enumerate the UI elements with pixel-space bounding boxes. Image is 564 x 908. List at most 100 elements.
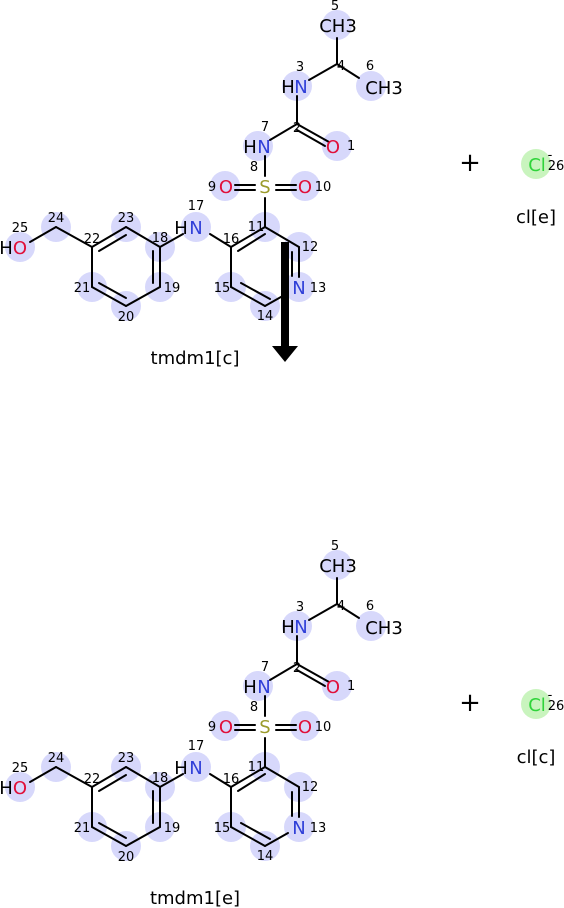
bond (264, 766, 300, 788)
atom-number-5: 5 (331, 0, 339, 14)
bond (296, 663, 330, 683)
atom-number-3: 3 (296, 600, 304, 615)
atom-25-halo (5, 772, 35, 802)
atom-7-h-label: H (243, 137, 257, 158)
bond (159, 773, 184, 788)
bond (237, 233, 266, 252)
atom-number-16: 16 (223, 232, 240, 247)
bond (237, 773, 266, 792)
atom-number-24: 24 (48, 211, 65, 226)
atom-number-4: 4 (337, 599, 345, 614)
atom-number-19: 19 (164, 281, 181, 296)
bond (230, 226, 266, 248)
bond (240, 282, 271, 300)
atom-number-18: 18 (152, 231, 169, 246)
atom-13-halo (284, 812, 314, 842)
atom-13-label: N (292, 278, 305, 299)
atom-9-label: O (219, 177, 233, 198)
atom-9-halo (210, 171, 240, 201)
atom-5-halo (322, 10, 352, 40)
atom-17-label: N (189, 758, 202, 779)
atom-9-halo (210, 711, 240, 741)
chloride-charge: - (548, 688, 553, 703)
bond (98, 282, 127, 299)
bond (240, 822, 271, 840)
atom-7-halo (243, 671, 273, 701)
bond (55, 766, 93, 788)
atom-number-12: 12 (302, 240, 319, 255)
atom-number-15: 15 (214, 281, 231, 296)
bond (98, 234, 127, 252)
atom-25-label: O (13, 238, 27, 259)
bond (159, 233, 184, 248)
atom-number-5: 5 (331, 539, 339, 554)
atom-number-21: 21 (74, 821, 91, 836)
atom-6-halo (356, 71, 386, 101)
ion-caption: cl[e] (516, 207, 556, 228)
atom-number-20: 20 (118, 310, 135, 325)
atom-17-label: N (189, 218, 202, 239)
atom-number-11: 11 (248, 760, 265, 775)
atom-number-8: 8 (250, 160, 258, 175)
bond (230, 286, 266, 307)
atom-number-10: 10 (315, 720, 332, 735)
atom-9-label: O (219, 717, 233, 738)
atom-number-11: 11 (248, 220, 265, 235)
bond (296, 129, 326, 147)
bond (29, 226, 57, 243)
atom-number-16: 16 (223, 772, 240, 787)
atom-number-6: 6 (366, 599, 374, 614)
atom-1-halo (322, 671, 352, 701)
atom-number-6: 6 (366, 59, 374, 74)
atom-number-1: 1 (347, 139, 355, 154)
atom-number-13: 13 (310, 281, 327, 296)
chloride-halo (521, 689, 551, 719)
atom-8-label: S (259, 717, 270, 738)
atom-3-h-label: H (281, 617, 295, 638)
atom-10-label: O (298, 717, 312, 738)
bond (264, 832, 289, 847)
atom-number-2: 2 (293, 661, 301, 676)
bond (91, 286, 127, 307)
atom-7-halo (243, 131, 273, 161)
atom-number-26: 26 (548, 159, 564, 174)
atom-17-h-label: H (174, 218, 188, 239)
atom-3-label: N (294, 77, 307, 98)
atom-number-8: 8 (250, 700, 258, 715)
atom-number-14: 14 (257, 309, 274, 324)
atom-10-halo (290, 711, 320, 741)
atom-number-2: 2 (293, 121, 301, 136)
chloride-label: Cl (528, 155, 546, 176)
atom-number-15: 15 (214, 821, 231, 836)
atom-number-14: 14 (257, 849, 274, 864)
atom-number-22: 22 (84, 772, 101, 787)
bond (296, 123, 330, 143)
chloride-halo (521, 149, 551, 179)
atom-3-halo (282, 611, 312, 641)
atom-number-12: 12 (302, 780, 319, 795)
bond (125, 226, 161, 248)
atom-number-7: 7 (261, 660, 269, 675)
bond (308, 63, 338, 81)
atom-5-label: CH3 (319, 16, 357, 37)
bond (209, 233, 232, 248)
atom-number-7: 7 (261, 120, 269, 135)
atom-8-label: S (259, 177, 270, 198)
bond (230, 766, 266, 788)
bond (125, 766, 161, 788)
atom-6-halo (356, 611, 386, 641)
atom-17-h-label: H (174, 758, 188, 779)
atom-17-halo (181, 752, 211, 782)
atom-7-label: N (257, 137, 270, 158)
chloride-charge: - (548, 148, 553, 163)
atom-number-23: 23 (118, 211, 135, 226)
ion-caption: cl[c] (517, 747, 556, 768)
bond (230, 826, 266, 847)
atom-number-24: 24 (48, 751, 65, 766)
atom-1-halo (322, 131, 352, 161)
bond (55, 226, 93, 248)
atom-number-26: 26 (548, 699, 564, 714)
